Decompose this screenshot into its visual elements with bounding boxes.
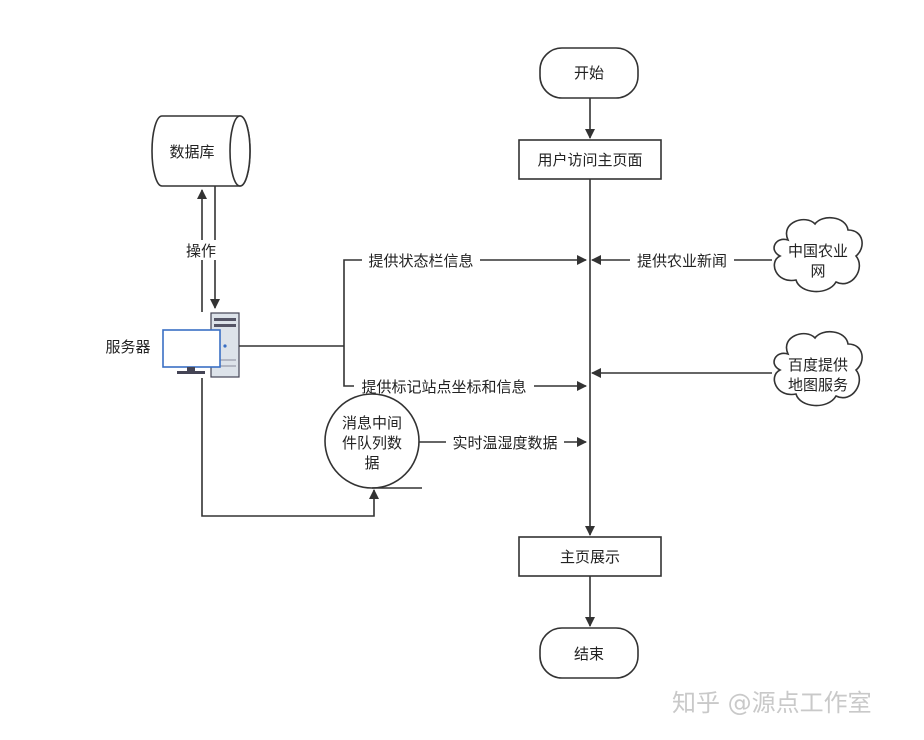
baidu-map-cloud: 百度提供 地图服务 <box>773 331 863 407</box>
svg-text:用户访问主页面: 用户访问主页面 <box>537 151 642 169</box>
station-coords-label: 提供标记站点坐标和信息 <box>361 378 526 396</box>
svg-text:中国农业: 中国农业 <box>788 242 848 260</box>
db-operation-label: 操作 <box>186 242 216 260</box>
start-node: 开始 <box>539 47 639 99</box>
end-node: 结束 <box>539 627 639 679</box>
svg-text:网: 网 <box>810 262 825 280</box>
svg-text:主页展示: 主页展示 <box>560 548 620 566</box>
svg-text:据: 据 <box>364 454 379 472</box>
database-node: 数据库 <box>151 115 251 187</box>
edge-server-to-mq <box>201 378 379 517</box>
svg-text:百度提供: 百度提供 <box>788 356 848 374</box>
agri-news-cloud: 中国农业 网 <box>773 217 863 293</box>
svg-text:地图服务: 地图服务 <box>788 376 848 394</box>
agri-news-label: 提供农业新闻 <box>637 252 727 270</box>
svg-text:消息中间: 消息中间 <box>342 414 402 432</box>
edge-status-bar <box>343 255 587 346</box>
temp-humidity-label: 实时温湿度数据 <box>452 434 557 452</box>
server-label: 服务器 <box>105 338 150 356</box>
status-bar-label: 提供状态栏信息 <box>368 252 473 270</box>
svg-text:件队列数: 件队列数 <box>342 434 402 452</box>
svg-text:结束: 结束 <box>574 645 604 663</box>
message-queue-node: 消息中间 件队列数 据 <box>324 393 420 489</box>
svg-text:数据库: 数据库 <box>169 143 214 161</box>
server-icon <box>162 312 240 378</box>
home-display-node: 主页展示 <box>518 536 662 577</box>
svg-text:开始: 开始 <box>574 64 604 82</box>
user-visit-home-node: 用户访问主页面 <box>518 139 662 180</box>
watermark-text: 知乎 @源点工作室 <box>672 689 872 717</box>
